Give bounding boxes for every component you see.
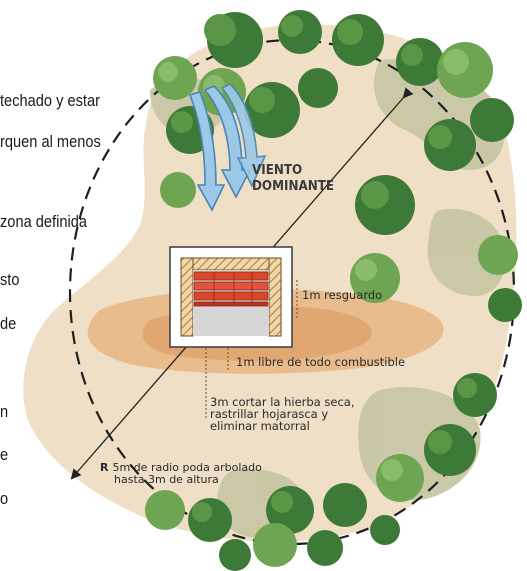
left-text-4: sto — [0, 270, 20, 289]
label-radio-prefix: R — [100, 461, 109, 474]
tree-bottom-6 — [307, 530, 343, 566]
tree-right-3 — [470, 98, 514, 142]
tree-top-left — [153, 56, 197, 100]
tree-bottom-1 — [424, 424, 476, 476]
label-resguardo: 1m resguardo — [302, 288, 383, 302]
tree-right-2 — [437, 42, 493, 98]
label-hierba-line3: eliminar matorral — [210, 419, 310, 434]
tree-bottom-2 — [376, 454, 424, 502]
tree-top-2 — [278, 10, 322, 54]
tree-top-3 — [332, 14, 384, 66]
left-text-5: de — [0, 314, 17, 333]
label-libre: 1m libre de todo combustible — [236, 355, 406, 369]
left-text-6: n — [0, 402, 9, 421]
left-text-2: rquen al menos — [0, 132, 101, 151]
tree-bottom-10 — [370, 515, 400, 545]
left-text-8: o — [0, 489, 9, 508]
left-text-1: techado y estar — [0, 91, 100, 110]
tree-left-2 — [160, 172, 196, 208]
tree-mid-3 — [298, 68, 338, 108]
tree-bottom-7 — [188, 498, 232, 542]
tree-bottom-9 — [219, 539, 251, 571]
tree-bottom-4 — [266, 486, 314, 534]
tree-bottom-5 — [253, 523, 297, 567]
left-text-7: e — [0, 445, 9, 464]
shelter-wall-top — [180, 257, 282, 271]
label-radio-text1: 5m de radio poda arbolado — [112, 461, 262, 474]
left-text-3: zona definida — [0, 212, 87, 231]
tree-right-8 — [488, 288, 522, 322]
tree-right-5 — [355, 175, 415, 235]
label-radio-line2: hasta 3m de altura — [114, 472, 219, 486]
dimension-lines — [205, 280, 298, 420]
wind-label-line2: DOMINANTE — [252, 179, 335, 195]
tree-right-4 — [424, 119, 476, 171]
shelter-wall-left — [180, 257, 194, 337]
wind-label-line1: VIENTO — [252, 163, 303, 178]
tree-right-7 — [478, 235, 518, 275]
label-hierba-line2: rastrillar hojarasca y — [210, 407, 329, 422]
firewood-stack — [193, 271, 269, 307]
wind-label: VIENTO DOMINANTE — [252, 163, 334, 196]
tree-bottom-3 — [323, 483, 367, 527]
shelter-wall-right — [268, 257, 282, 337]
label-hierba-line1: 3m cortar la hierba seca, — [210, 395, 355, 409]
shelter — [169, 246, 293, 348]
tree-right-1 — [396, 38, 444, 86]
tree-right-9 — [453, 373, 497, 417]
tree-top-1 — [204, 12, 263, 68]
tree-bottom-8 — [145, 490, 185, 530]
label-hierba: 3m cortar la hierba seca, rastrillar hoj… — [210, 396, 354, 432]
